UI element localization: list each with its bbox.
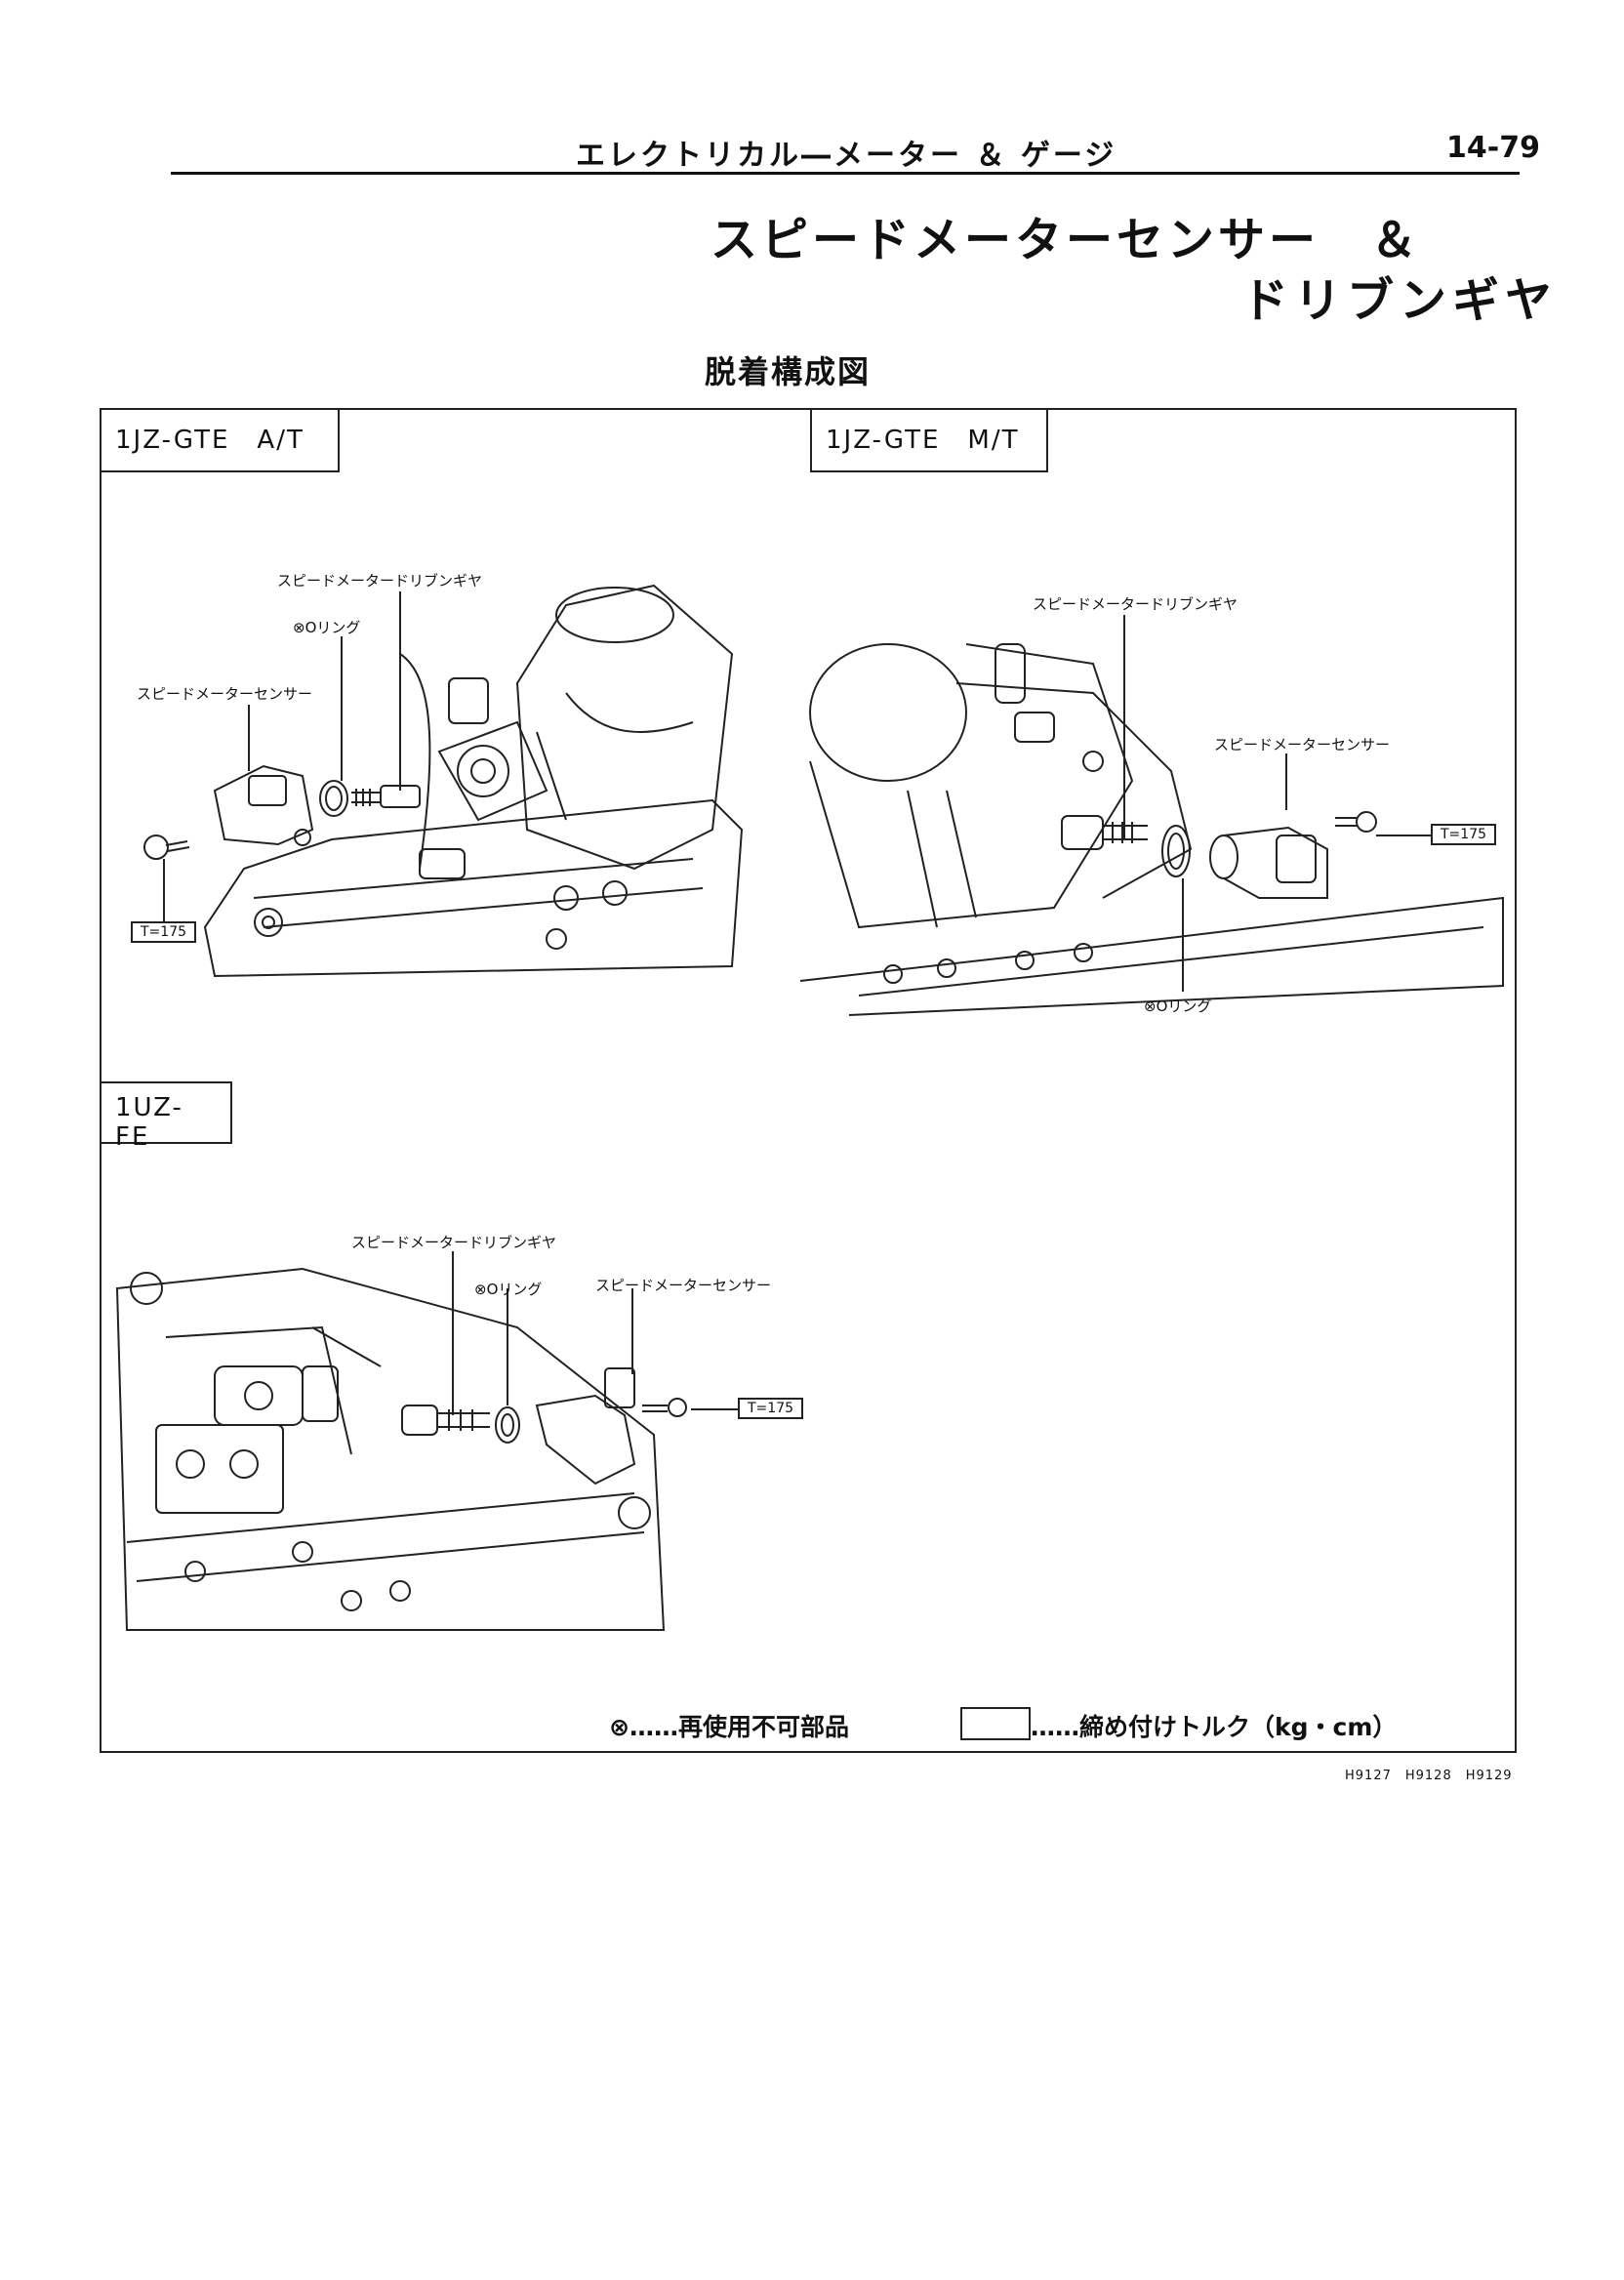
diagram-tag-1jz-at: 1JZ-GTE A/T [100, 408, 340, 472]
diagram-frame [100, 408, 1517, 1753]
illustration-1jz-at [143, 584, 744, 978]
page-title-line2: ドリブンギヤ [1241, 273, 1559, 328]
diagram-subtitle: 脱着構成図 [705, 353, 872, 390]
legend-torque-box [960, 1707, 1031, 1740]
label-o-ring-1uz: ⊗Oリング [474, 1281, 543, 1298]
label-driven-gear-1jz-mt: スピードメータードリブンギヤ [1033, 595, 1238, 613]
figure-refs: H9127 H9128 H9129 [1345, 1769, 1513, 1783]
label-sensor-1jz-at: スピードメーターセンサー [137, 685, 313, 703]
label-sensor-1uz: スピードメーターセンサー [595, 1277, 772, 1294]
diagram-tag-1uz: 1UZ-FE [100, 1081, 232, 1152]
diagram-tag-1jz-mt: 1JZ-GTE M/T [810, 408, 1048, 472]
section-title: エレクトリカル―メーター ＆ ゲージ [576, 139, 1117, 173]
header-rule [171, 172, 1520, 175]
torque-box-1jz-at: T=175 [131, 921, 197, 943]
illustration-1jz-mt [799, 643, 1504, 1016]
label-driven-gear-1jz-at: スピードメータードリブンギヤ [277, 572, 483, 590]
legend-torque: ……締め付けトルク（kg・cm） [1031, 1713, 1398, 1741]
label-o-ring-1jz-mt: ⊗Oリング [1144, 998, 1212, 1015]
torque-box-1uz: T=175 [738, 1398, 804, 1419]
page-number: 14-79 [1446, 131, 1540, 165]
illustration-1uz [115, 1267, 687, 1631]
page-title-line1: スピードメーターセンサー ＆ [710, 213, 1422, 267]
label-driven-gear-1uz: スピードメータードリブンギヤ [351, 1234, 557, 1251]
torque-box-1jz-mt: T=175 [1431, 824, 1497, 845]
label-o-ring-1jz-at: ⊗Oリング [293, 619, 361, 636]
label-sensor-1jz-mt: スピードメーターセンサー [1214, 736, 1391, 753]
legend-non-reusable: ⊗……再使用不可部品 [609, 1713, 849, 1741]
